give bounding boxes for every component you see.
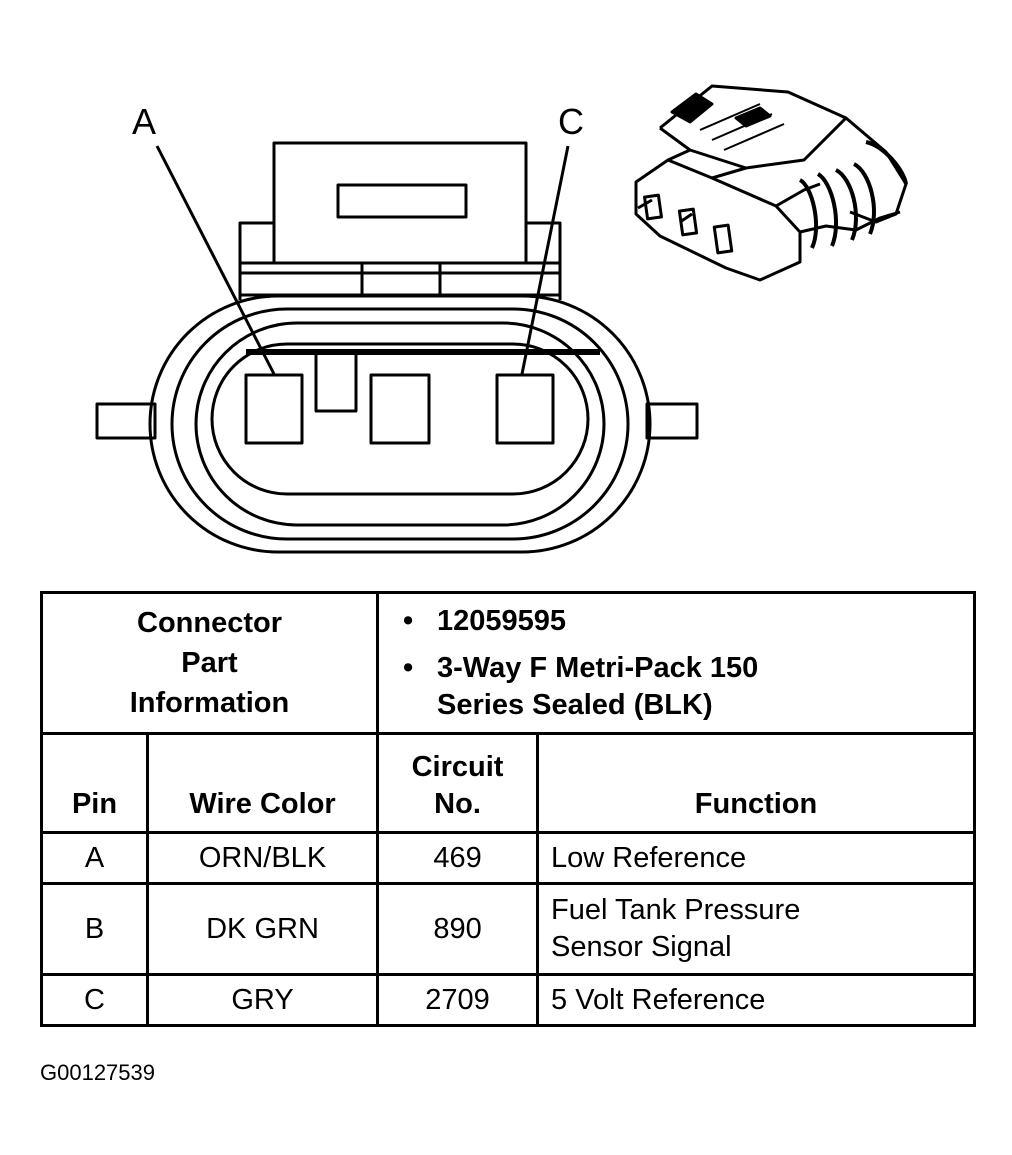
table-row: B DK GRN 890 Fuel Tank Pressure Sensor S… (40, 882, 977, 976)
connector-diagram: A C (95, 84, 908, 554)
circuit-cell: 2709 (376, 973, 540, 1027)
part-number: 12059595 (437, 604, 567, 637)
function-cell: Fuel Tank Pressure Sensor Signal (536, 882, 977, 976)
pin-a-cavity (244, 373, 304, 445)
part-numbers: •12059595 •3-Way F Metri-Pack 150 Series… (376, 591, 977, 735)
circuit-cell: 469 (376, 831, 540, 885)
connector-latch-housing (238, 141, 562, 300)
key-tab (314, 351, 358, 413)
pin-b-cavity (369, 373, 431, 445)
header-wire-color: Wire Color (145, 732, 380, 834)
callout-a-label: A (132, 101, 156, 142)
connector-side-ears (95, 402, 699, 440)
part-info-row: Connector Part Information •12059595 •3-… (39, 591, 977, 735)
function-cell: 5 Volt Reference (536, 973, 977, 1027)
wire-color-cell: ORN/BLK (145, 831, 380, 885)
header-row: Pin Wire Color Circuit No. Function (40, 732, 977, 834)
pin-cell: A (40, 831, 149, 885)
pin-cell: C (40, 973, 149, 1027)
function-cell: Low Reference (536, 831, 977, 885)
pin-c-cavity (495, 373, 555, 445)
part-description: 3-Way F Metri-Pack 150 Series Sealed (BL… (437, 651, 759, 721)
wire-color-cell: DK GRN (145, 882, 380, 976)
header-pin: Pin (40, 732, 149, 834)
connector-oval-body (148, 294, 652, 554)
callout-a-leader (155, 145, 276, 375)
connector-info-table: Connector Part Information •12059595 •3-… (39, 591, 977, 1027)
pin-cell: B (40, 882, 149, 976)
callout-c-label: C (558, 101, 584, 142)
header-function: Function (536, 732, 977, 834)
figure-id: G00127539 (40, 1060, 155, 1085)
table-row: A ORN/BLK 469 Low Reference (40, 831, 977, 885)
connector-isometric-view (634, 84, 908, 282)
callout-c-leader (520, 145, 570, 375)
table-row: C GRY 2709 5 Volt Reference (40, 973, 977, 1027)
part-info-label: Connector Part Information (39, 591, 380, 735)
circuit-cell: 890 (376, 882, 540, 976)
header-circuit-no: Circuit No. (376, 732, 540, 834)
wire-color-cell: GRY (145, 973, 380, 1027)
